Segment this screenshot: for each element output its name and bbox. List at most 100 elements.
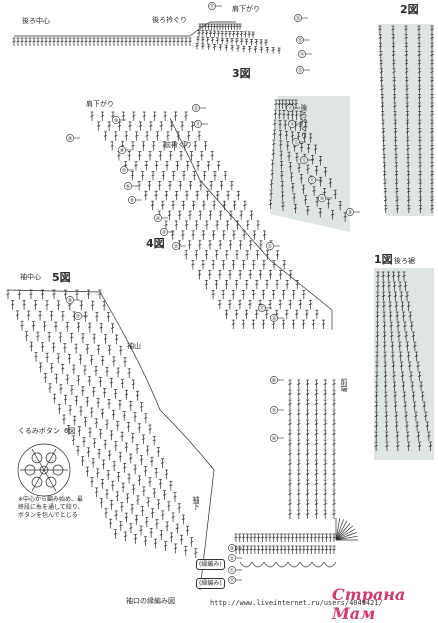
- stitch-bar: [259, 41, 263, 44]
- stitch-bar: [140, 405, 144, 408]
- stitch-bar: [309, 136, 313, 139]
- stitch-bar: [281, 205, 285, 207]
- stitch-bar: [98, 380, 102, 383]
- stitch-bar: [332, 463, 336, 465]
- stitch-bar: [74, 399, 79, 402]
- stitch-row: [29, 341, 123, 356]
- stitch-bar: [382, 325, 386, 327]
- row-marker-number: ⑦: [122, 168, 127, 174]
- stitch-bar: [226, 25, 231, 28]
- stitch-bar: [164, 194, 168, 197]
- stitch-bar: [248, 273, 252, 276]
- shade-fig3: [270, 96, 350, 232]
- stitch-bar: [282, 113, 286, 116]
- stitch-bar: [126, 425, 131, 428]
- stitch-bar: [430, 113, 434, 116]
- stitch-bar: [144, 164, 148, 167]
- stitch-bar: [197, 134, 201, 137]
- stitch-bar: [70, 336, 74, 339]
- stitch-bar: [262, 234, 267, 236]
- stitch-bar: [127, 372, 131, 374]
- label-sleeve-cap: 袖山: [127, 342, 141, 350]
- stitch-bar: [418, 105, 422, 108]
- stitch-bar: [407, 445, 411, 447]
- stitch-bar: [332, 403, 336, 405]
- stitch-bar: [374, 435, 378, 437]
- row-marker-ring: [74, 312, 82, 320]
- stitch-bar: [56, 40, 60, 43]
- stitch-bar: [305, 453, 310, 455]
- stitch-row: [288, 439, 336, 449]
- stitch-row: [383, 170, 434, 179]
- stitch-bar: [332, 513, 336, 515]
- stitch-bar: [292, 293, 296, 296]
- row-marker-number: ⑥: [272, 378, 277, 384]
- stitch-bar: [29, 345, 33, 348]
- stitch-bar: [390, 345, 394, 347]
- stitch-bar: [410, 325, 414, 327]
- stitch-bar: [378, 37, 382, 39]
- stitch-bar: [410, 385, 414, 387]
- stitch-bar: [404, 62, 409, 65]
- stitch-bar: [251, 323, 255, 325]
- row-marker-number: ④: [272, 436, 277, 442]
- stitch-bar: [204, 144, 208, 147]
- stitch-bar: [265, 313, 269, 315]
- row-marker-ring: [346, 208, 354, 216]
- stitch-bar: [297, 503, 301, 505]
- stitch-bar: [395, 182, 399, 184]
- stitch-bar: [402, 275, 406, 277]
- stitch-bar: [394, 173, 399, 176]
- stitch-bar: [375, 385, 379, 387]
- stitch-bar: [118, 455, 122, 458]
- stitch-row: [380, 76, 434, 85]
- stitch-bar: [84, 40, 88, 43]
- stitch-bar: [68, 409, 72, 411]
- stitch-bar: [231, 263, 236, 266]
- stitch-bar: [404, 335, 408, 337]
- stitch-bar: [427, 435, 431, 437]
- stitch-bar: [105, 370, 109, 373]
- stitch-bar: [324, 548, 329, 551]
- stitch-bar: [405, 295, 409, 297]
- stitch-bar: [332, 548, 336, 551]
- stitch-bar: [296, 135, 301, 138]
- stitch-row: [197, 30, 255, 38]
- stitch-bar: [288, 473, 292, 475]
- stitch-bar: [212, 46, 217, 48]
- stitch-bar: [332, 493, 336, 495]
- stitch-bar: [332, 536, 336, 539]
- stitch-bar: [275, 548, 280, 551]
- stitch-bar: [248, 303, 252, 306]
- stitch-bar: [403, 325, 407, 327]
- stitch-bar: [52, 40, 56, 43]
- stitch-bar: [75, 293, 79, 296]
- stitch-row: [375, 311, 412, 321]
- stitch-bar: [113, 532, 117, 535]
- stitch-bar: [230, 47, 234, 49]
- label-edging-a: (縁編み): [196, 559, 225, 570]
- stitch-bar: [162, 144, 166, 147]
- stitch-bar: [220, 39, 224, 42]
- stitch-row: [376, 281, 408, 291]
- stitch-row: [375, 381, 423, 391]
- stitch-bar: [116, 371, 120, 374]
- row-marker-number: ⑫: [301, 157, 306, 164]
- stitch-bar: [295, 313, 299, 315]
- stitch-row: [103, 131, 201, 141]
- stitch-bar: [108, 40, 112, 43]
- label-fig6-tag: 6図: [64, 427, 76, 435]
- stitch-bar: [175, 194, 179, 197]
- stitch-bar: [294, 103, 298, 105]
- stitch-row: [71, 435, 160, 457]
- stitch-bar: [405, 113, 409, 116]
- stitch-bar: [305, 403, 310, 405]
- row-marker-ring: [228, 566, 236, 574]
- stitch-bar: [200, 154, 204, 157]
- stitch-bar: [228, 32, 232, 35]
- stitch-bar: [408, 315, 412, 317]
- stitch-bar: [135, 134, 139, 137]
- stitch-bar: [405, 79, 409, 82]
- stitch-bar: [138, 125, 143, 127]
- stitch-bar: [268, 536, 272, 539]
